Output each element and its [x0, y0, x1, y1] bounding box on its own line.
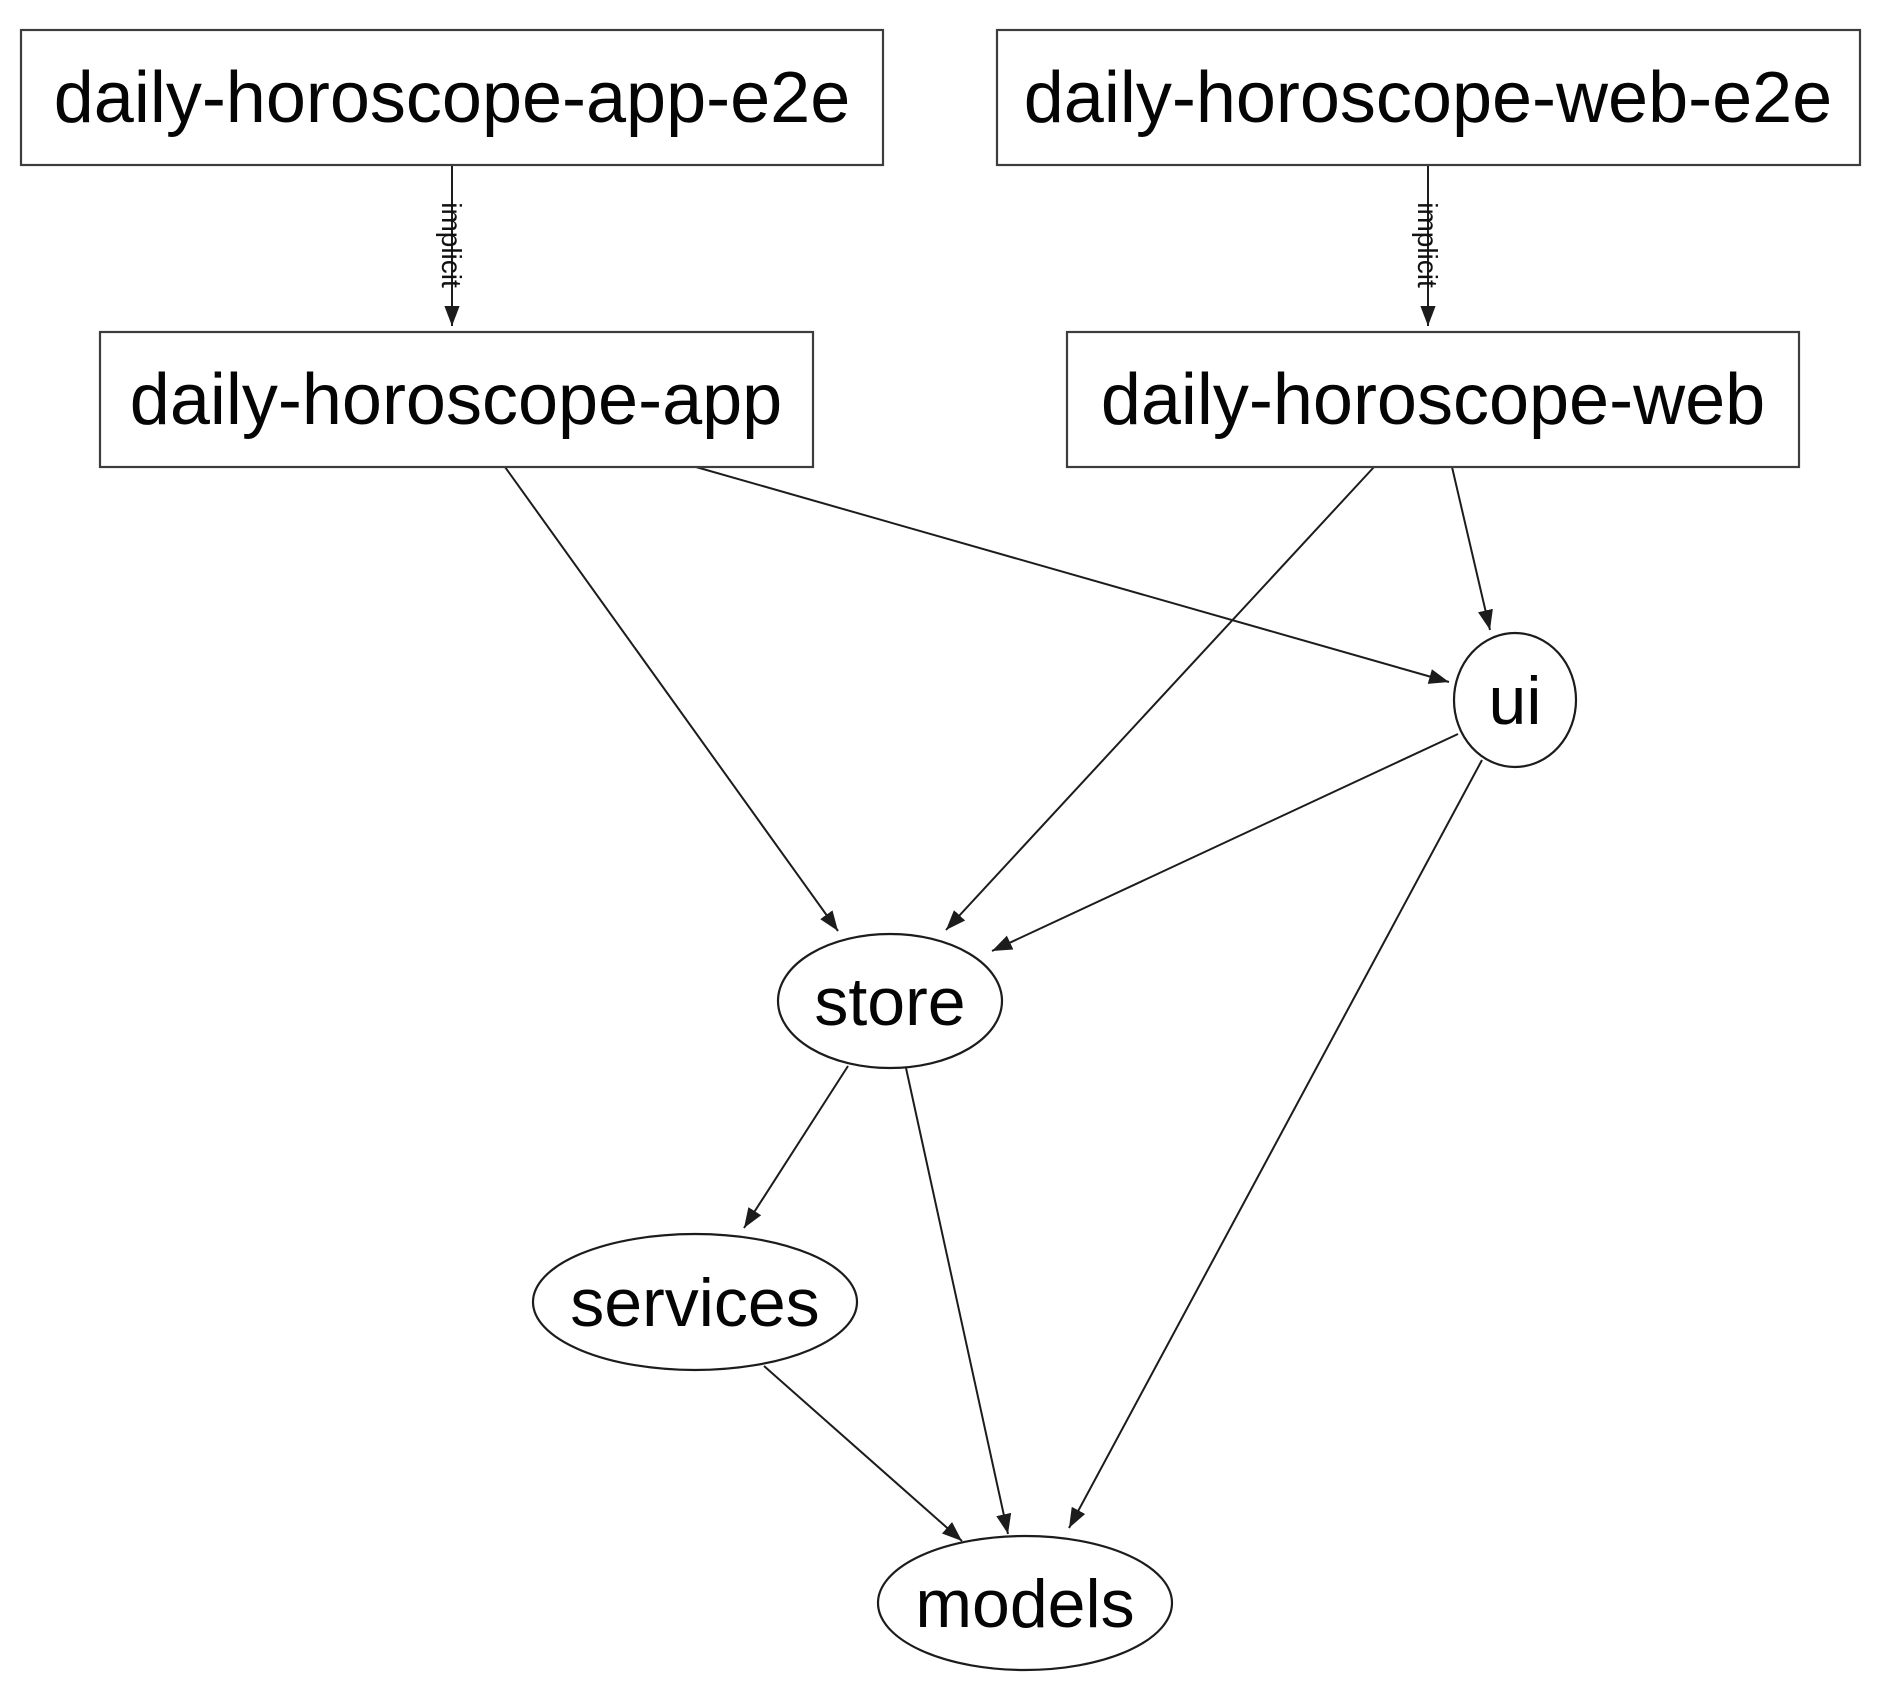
node-services-shape: [531, 1232, 859, 1372]
edge-ui-to-models: [1068, 759, 1483, 1529]
node-store-shape: [776, 932, 1004, 1070]
node-services-label: services: [570, 1265, 819, 1341]
edge-services-to-models: [763, 1365, 963, 1542]
edges-layer: [444, 165, 1493, 1542]
node-daily-horoscope-web-label: daily-horoscope-web: [1101, 360, 1765, 440]
node-ui-shape: [1452, 631, 1578, 769]
node-daily-horoscope-web-e2e-shape: [995, 28, 1862, 167]
node-ui-label: ui: [1489, 663, 1542, 739]
node-daily-horoscope-web: daily-horoscope-web: [1065, 330, 1801, 469]
edge-ui-to-store: [991, 733, 1459, 952]
node-daily-horoscope-web-shape: [1065, 330, 1801, 469]
node-models-shape: [876, 1534, 1174, 1672]
edge-app-to-store: [504, 466, 839, 932]
node-daily-horoscope-web-e2e: daily-horoscope-web-e2e: [995, 28, 1862, 167]
edge-web-to-store: [945, 466, 1375, 931]
node-store-label: store: [814, 964, 965, 1040]
node-daily-horoscope-web-e2e-label: daily-horoscope-web-e2e: [1024, 58, 1832, 138]
edge-label-implicit-web: implicit: [1412, 202, 1443, 288]
node-daily-horoscope-app-label: daily-horoscope-app: [130, 360, 782, 440]
edge-app-to-ui: [695, 466, 1450, 684]
edge-web-to-ui: [1451, 466, 1493, 631]
edge-store-to-services: [743, 1065, 849, 1229]
node-daily-horoscope-app-e2e-shape: [19, 28, 885, 167]
node-services: services: [531, 1232, 859, 1372]
node-daily-horoscope-app-shape: [98, 330, 815, 469]
node-models: models: [876, 1534, 1174, 1672]
edge-labels-layer: implicit implicit: [436, 202, 1443, 288]
node-store: store: [776, 932, 1004, 1070]
edge-label-implicit-app: implicit: [436, 202, 467, 288]
node-daily-horoscope-app: daily-horoscope-app: [98, 330, 815, 469]
node-models-label: models: [915, 1566, 1134, 1642]
node-daily-horoscope-app-e2e: daily-horoscope-app-e2e: [19, 28, 885, 167]
edge-store-to-models: [905, 1067, 1012, 1535]
node-daily-horoscope-app-e2e-label: daily-horoscope-app-e2e: [54, 58, 851, 138]
node-ui: ui: [1452, 631, 1578, 769]
